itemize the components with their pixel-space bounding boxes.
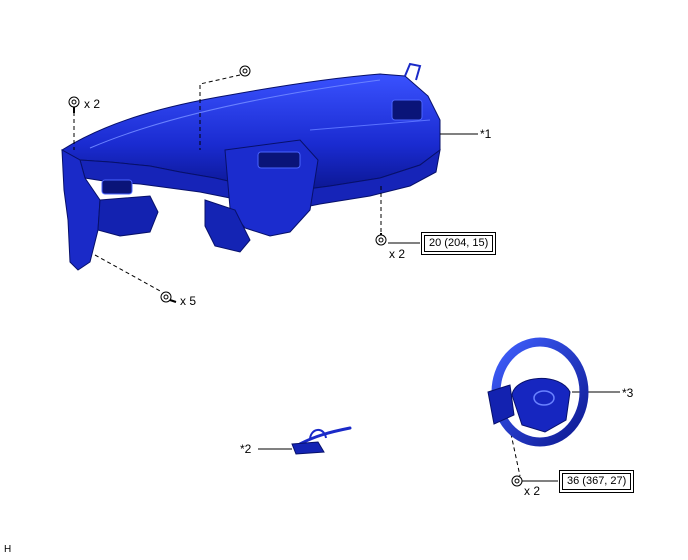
- wire-harness-loop: [309, 429, 327, 441]
- nut-wheel-icon: [511, 475, 523, 487]
- instrument-panel-left-end: [61, 149, 101, 271]
- instrument-panel-lower-left: [97, 195, 159, 237]
- wire-harness-cable: [298, 426, 352, 446]
- panel-wire-connector: [404, 62, 422, 81]
- wire-harness-connector: [291, 441, 325, 455]
- panel-highlight-2: [309, 119, 431, 131]
- center-vent: [257, 151, 301, 169]
- fasteners: [68, 65, 523, 487]
- torque-spec-wheel-value: 36 (367, 27): [562, 473, 632, 490]
- qty-bolts-center: x 2: [389, 247, 406, 261]
- panel-highlight: [89, 79, 381, 149]
- callout-part1-label: *1: [480, 127, 492, 141]
- bolt-center-icon: [375, 233, 387, 246]
- right-vent: [391, 99, 423, 121]
- torque-spec-center: 20 (204, 15): [421, 232, 497, 255]
- callout-part3-label: *3: [622, 386, 634, 400]
- dash-clip-top: [199, 74, 241, 150]
- instrument-panel-front: [79, 148, 441, 211]
- clip-top-icon: [239, 65, 251, 77]
- footer-mark: H: [4, 544, 12, 555]
- qty-bolts-left: x 5: [180, 294, 197, 308]
- steering-wheel-part: [487, 337, 589, 447]
- steering-wheel-emblem: [533, 390, 555, 406]
- torque-spec-wheel: 36 (367, 27): [559, 470, 635, 493]
- leader-lines: [258, 133, 620, 482]
- callout-part2-label: *2: [240, 442, 252, 456]
- instrument-panel-assembly: [61, 62, 441, 271]
- torque-spec-center-value: 20 (204, 15): [424, 235, 494, 252]
- bolt-left-icon: [160, 291, 177, 303]
- clip-top-left-icon: [68, 96, 80, 113]
- steering-column: [487, 384, 515, 425]
- instrument-panel-center-support: [204, 199, 251, 253]
- qty-nuts-wheel: x 2: [524, 484, 541, 498]
- left-vent: [101, 179, 133, 195]
- wire-harness-part: [291, 426, 352, 455]
- qty-clip-top-left: x 2: [84, 97, 101, 111]
- dash-bolts-left: [94, 254, 163, 293]
